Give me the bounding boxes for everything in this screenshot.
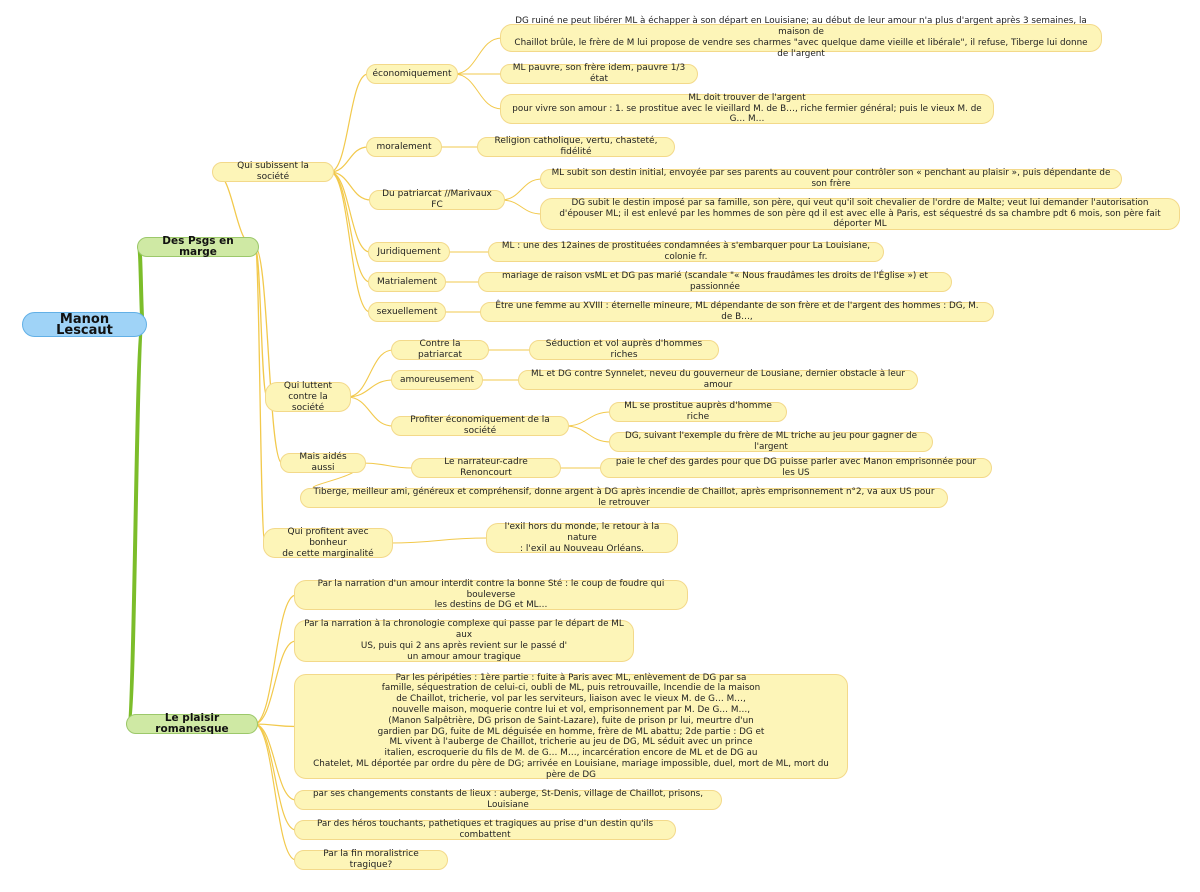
- leaf-eco-dg-ruine: DG ruiné ne peut libérer ML à échapper à…: [500, 16, 1102, 59]
- node-sexuellement[interactable]: sexuellement: [368, 302, 446, 322]
- node-amoureusement[interactable]: amoureusement: [391, 370, 483, 390]
- leaf-matri-mariage: mariage de raison vsML et DG pas marié (…: [478, 271, 952, 292]
- link-node-mais-aides-to-node-narrateur: [361, 462, 414, 469]
- leaf-plaisir-chronologie: Par la narration à la chronologie comple…: [294, 619, 634, 662]
- leaf-eco-ml-pauvre: ML pauvre, son frère idem, pauvre 1/3 ét…: [500, 63, 698, 84]
- node-juridiquement[interactable]: Juridiquement: [368, 242, 450, 262]
- node-qui-profitent[interactable]: Qui profitent avec bonheur de cette marg…: [263, 527, 393, 559]
- link-node-qui-subissent-to-node-matrialement: [329, 171, 371, 283]
- link-node-patriarcat-to-leaf-patriarcat-dg: [500, 199, 543, 215]
- branch-psgs-en-marge[interactable]: Des Psgs en marge: [137, 236, 259, 258]
- node-economiquement[interactable]: économiquement: [366, 64, 458, 84]
- link-node-qui-subissent-to-node-sexuellement: [329, 171, 371, 313]
- leaf-patriarcat-ml: ML subit son destin initial, envoyée par…: [540, 168, 1122, 189]
- node-contre-patriarcat[interactable]: Contre la patriarcat: [391, 339, 489, 360]
- link-branch-plaisir-romanesque-to-leaf-plaisir-fin: [253, 723, 297, 861]
- root-node[interactable]: Manon Lescaut: [22, 312, 147, 337]
- leaf-tiberge: Tiberge, meilleur ami, généreux et compr…: [300, 487, 948, 508]
- link-branch-psgs-en-marge-to-node-mais-aides: [254, 246, 283, 464]
- link-node-profiter-to-leaf-dg-triche: [564, 425, 612, 443]
- link-root-node-to-branch-plaisir-romanesque: [126, 322, 145, 726]
- leaf-juridique-ml: ML : une des 12aines de prostituées cond…: [488, 241, 884, 262]
- node-qui-subissent[interactable]: Qui subissent la société: [212, 161, 334, 182]
- link-node-qui-luttent-to-node-amoureusement: [346, 379, 394, 398]
- link-branch-psgs-en-marge-to-node-qui-profitent: [254, 246, 266, 544]
- leaf-seduction-vol: Séduction et vol auprès d'hommes riches: [529, 339, 719, 360]
- leaf-plaisir-fin: Par la fin moralistrice tragique?: [294, 849, 448, 870]
- link-node-qui-subissent-to-node-moralement: [329, 146, 369, 173]
- leaf-narrateur-paie: paie le chef des gardes pour que DG puis…: [600, 457, 992, 478]
- link-branch-plaisir-romanesque-to-leaf-plaisir-peripeties: [253, 723, 297, 728]
- link-branch-plaisir-romanesque-to-leaf-plaisir-heros: [253, 723, 297, 831]
- node-qui-luttent[interactable]: Qui luttent contre la société: [265, 381, 351, 413]
- leaf-synnelet: ML et DG contre Synnelet, neveu du gouve…: [518, 369, 918, 390]
- link-node-qui-profitent-to-leaf-exil: [388, 537, 489, 544]
- leaf-ml-prostitue: ML se prostitue auprès d'homme riche: [609, 401, 787, 422]
- link-node-qui-subissent-to-node-patriarcat: [329, 171, 372, 201]
- leaf-plaisir-lieux: par ses changements constants de lieux :…: [294, 789, 722, 810]
- leaf-sexuel-femme: Être une femme au XVIII : éternelle mine…: [480, 301, 994, 322]
- leaf-eco-argent: ML doit trouver de l'argent pour vivre s…: [500, 93, 994, 124]
- node-matrialement[interactable]: Matrialement: [368, 272, 446, 292]
- link-node-patriarcat-to-leaf-patriarcat-ml: [500, 178, 543, 201]
- leaf-patriarcat-dg: DG subit le destin imposé par sa famille…: [540, 198, 1180, 230]
- link-branch-plaisir-romanesque-to-leaf-plaisir-amour-interdit: [253, 594, 297, 725]
- branch-plaisir-romanesque[interactable]: Le plaisir romanesque: [126, 713, 258, 735]
- node-narrateur[interactable]: Le narrateur-cadre Renoncourt: [411, 457, 561, 478]
- link-node-economiquement-to-leaf-eco-argent: [453, 73, 503, 110]
- node-profiter[interactable]: Profiter économiquement de la société: [391, 415, 569, 436]
- node-moralement[interactable]: moralement: [366, 137, 442, 157]
- node-mais-aides[interactable]: Mais aidés aussi: [280, 452, 366, 473]
- link-node-qui-subissent-to-node-economiquement: [329, 73, 369, 173]
- leaf-plaisir-peripeties: Par les péripéties : 1ère partie : fuite…: [294, 673, 848, 780]
- link-node-qui-luttent-to-node-profiter: [346, 396, 394, 427]
- leaf-exil: l'exil hors du monde, le retour à la nat…: [486, 522, 678, 554]
- link-node-profiter-to-leaf-ml-prostitue: [564, 411, 612, 427]
- leaf-plaisir-amour-interdit: Par la narration d'un amour interdit con…: [294, 579, 688, 610]
- node-patriarcat[interactable]: Du patriarcat //Marivaux FC: [369, 189, 505, 210]
- link-branch-plaisir-romanesque-to-leaf-plaisir-chronologie: [253, 640, 297, 725]
- link-node-qui-luttent-to-node-contre-patriarcat: [346, 349, 394, 398]
- leaf-plaisir-heros: Par des héros touchants, pathetiques et …: [294, 819, 676, 840]
- leaf-dg-triche: DG, suivant l'exemple du frère de ML tri…: [609, 431, 933, 452]
- link-node-economiquement-to-leaf-eco-dg-ruine: [453, 37, 503, 75]
- leaf-moral-religion: Religion catholique, vertu, chasteté, fi…: [477, 136, 675, 157]
